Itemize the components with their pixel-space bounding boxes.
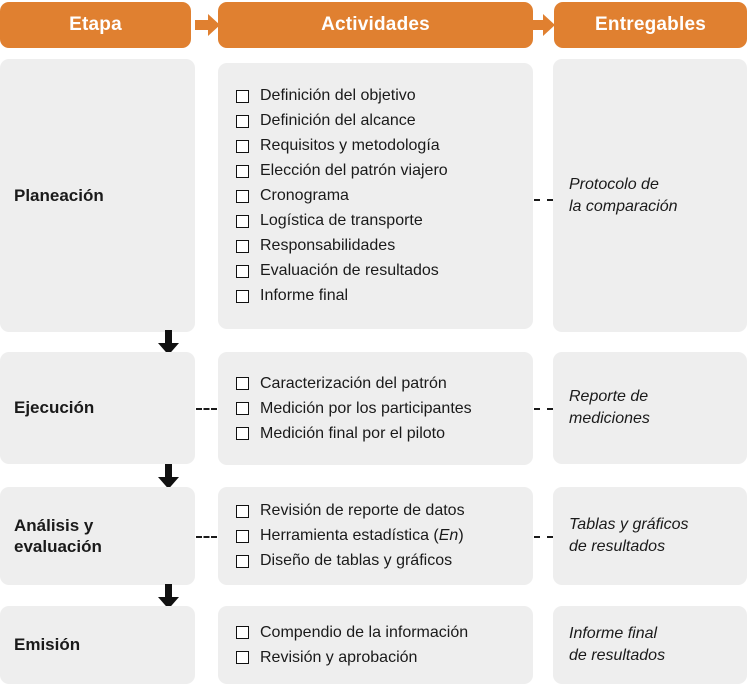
header-etapa: Etapa	[0, 2, 191, 48]
stage-label: Planeación	[14, 185, 104, 205]
connector-activities-deliverable	[534, 408, 553, 410]
activity-item: Herramienta estadística (En)	[236, 524, 533, 549]
activity-item: Cronograma	[236, 184, 533, 209]
checkbox-icon[interactable]	[236, 554, 249, 568]
stage-cell-planeacion: Planeación	[0, 59, 195, 332]
activity-text-statistical-tool: Herramienta estadística (En)	[260, 527, 464, 544]
activities-cell-analisis: Revisión de reporte de datos Herramienta…	[218, 487, 533, 585]
activity-item: Responsabilidades	[236, 234, 533, 259]
checkbox-icon[interactable]	[236, 264, 249, 278]
checkbox-icon[interactable]	[236, 139, 249, 153]
arrow-down-icon	[157, 464, 180, 490]
connector-activities-deliverable	[534, 199, 553, 201]
activity-item: Logística de transporte	[236, 209, 533, 234]
header-actividades-label: Actividades	[321, 14, 430, 35]
activity-item: Medición por los participantes	[236, 396, 533, 421]
activity-item: Diseño de tablas y gráficos	[236, 549, 533, 574]
checkbox-icon[interactable]	[236, 89, 249, 103]
stage-cell-ejecucion: Ejecución	[0, 352, 195, 464]
connector-activities-deliverable	[534, 536, 553, 538]
activity-item: Definición del alcance	[236, 109, 533, 134]
checkbox-icon[interactable]	[236, 289, 249, 303]
stage-label: Ejecución	[14, 398, 95, 418]
checkbox-icon[interactable]	[236, 114, 249, 128]
stage-cell-emision: Emisión	[0, 606, 195, 684]
header-entregables: Entregables	[554, 2, 747, 48]
arrow-right-icon	[195, 13, 221, 37]
checkbox-icon[interactable]	[236, 239, 249, 253]
checkbox-icon[interactable]	[236, 164, 249, 178]
checkbox-icon[interactable]	[236, 402, 249, 415]
activities-cell-ejecucion: Caracterización del patrón Medición por …	[218, 352, 533, 465]
header-actividades: Actividades	[218, 2, 533, 48]
activity-item: Informe final	[236, 284, 533, 309]
checkbox-icon[interactable]	[236, 504, 249, 518]
connector-stage-activities	[196, 536, 217, 538]
checkbox-icon[interactable]	[236, 626, 249, 639]
activity-item: Medición final por el piloto	[236, 421, 533, 446]
connector-stage-activities	[196, 408, 217, 410]
checkbox-icon[interactable]	[236, 189, 249, 203]
activity-item: Elección del patrón viajero	[236, 159, 533, 184]
checkbox-icon[interactable]	[236, 377, 249, 390]
checkbox-icon[interactable]	[236, 529, 249, 543]
stage-label: Emisión	[14, 635, 81, 655]
activity-item: Revisión de reporte de datos	[236, 499, 533, 524]
activity-item: Compendio de la información	[236, 620, 533, 645]
header-entregables-label: Entregables	[595, 14, 706, 35]
arrow-down-icon	[157, 330, 180, 356]
header-etapa-label: Etapa	[69, 14, 122, 35]
checkbox-icon[interactable]	[236, 651, 249, 664]
activity-item: Caracterización del patrón	[236, 371, 533, 396]
activities-cell-planeacion: Definición del objetivo Definición del a…	[218, 63, 533, 329]
arrow-right-icon	[530, 13, 556, 37]
activity-item: Requisitos y metodología	[236, 134, 533, 159]
activity-item: Revisión y aprobación	[236, 645, 533, 670]
activity-item: Definición del objetivo	[236, 84, 533, 109]
arrow-down-icon	[157, 584, 180, 610]
checkbox-icon[interactable]	[236, 427, 249, 440]
activity-item: Evaluación de resultados	[236, 259, 533, 284]
checkbox-icon[interactable]	[236, 214, 249, 228]
activities-cell-emision: Compendio de la información Revisión y a…	[218, 606, 533, 684]
